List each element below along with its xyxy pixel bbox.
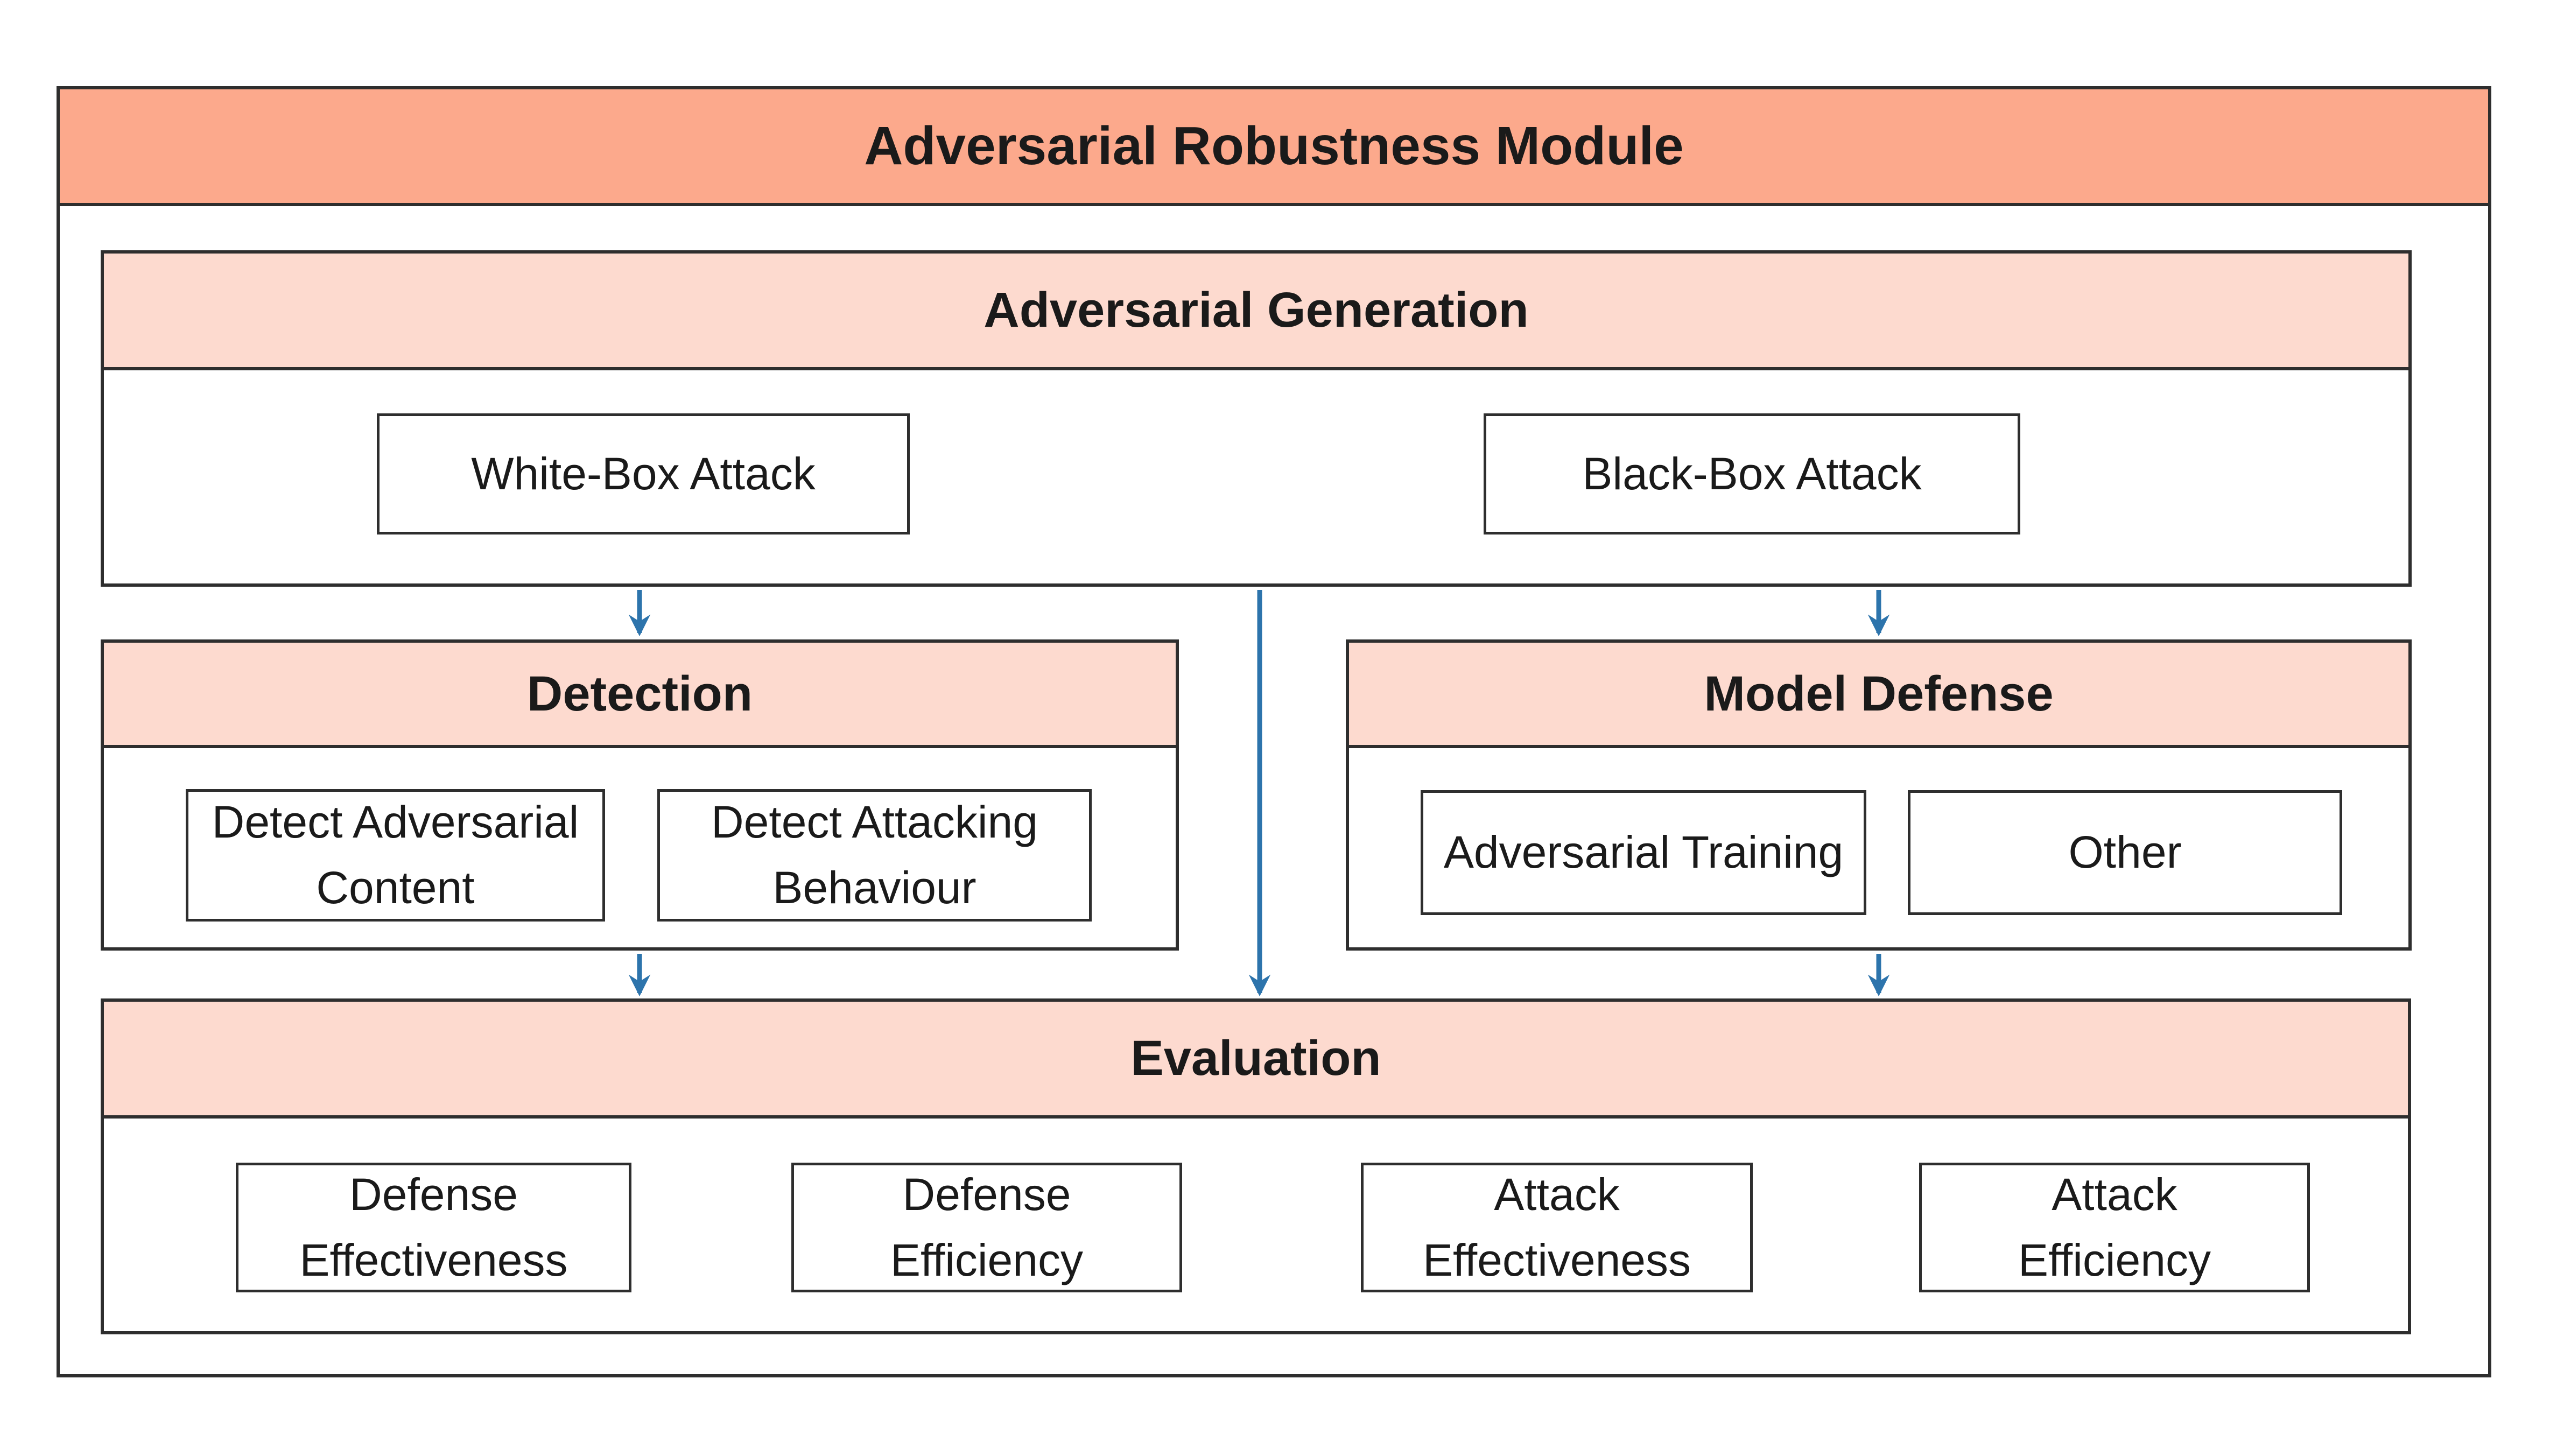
node-label: Detect Adversarial Content [212,797,579,913]
node-detect-adversarial-content: Detect Adversarial Content [186,789,605,922]
node-other: Other [1908,790,2342,915]
node-defense-effectiveness: Defense Effectiveness [236,1163,631,1292]
section-title-detection: Detection [526,666,753,721]
section-model-defense: Model Defense Adversarial Training Other [1346,639,2412,951]
node-label: Adversarial Training [1443,827,1844,878]
section-header-adversarial-generation: Adversarial Generation [104,254,2408,370]
section-title-adversarial-generation: Adversarial Generation [984,283,1529,337]
section-header-evaluation: Evaluation [104,1002,2408,1119]
node-label: Detect Attacking Behaviour [711,797,1038,913]
node-detect-attacking-behaviour: Detect Attacking Behaviour [657,789,1092,922]
node-label: Black-Box Attack [1582,448,1922,499]
node-attack-efficiency: Attack Efficiency [1919,1163,2310,1292]
section-adversarial-generation: Adversarial Generation White-Box Attack … [101,250,2412,587]
node-white-box-attack: White-Box Attack [377,413,910,534]
node-label: Other [2068,827,2182,878]
node-label: Attack Efficiency [2018,1169,2211,1285]
section-header-model-defense: Model Defense [1349,643,2408,748]
section-title-evaluation: Evaluation [1130,1031,1381,1086]
node-black-box-attack: Black-Box Attack [1484,413,2020,534]
node-label: Attack Effectiveness [1422,1169,1691,1285]
node-label: Defense Efficiency [890,1169,1083,1285]
node-label: Defense Effectiveness [299,1169,568,1285]
section-evaluation: Evaluation Defense Effectiveness Defense… [101,998,2411,1334]
section-detection: Detection Detect Adversarial Content Det… [101,639,1179,951]
module-title-bar: Adversarial Robustness Module [60,89,2488,206]
section-title-model-defense: Model Defense [1704,666,2054,721]
node-adversarial-training: Adversarial Training [1421,790,1866,915]
node-attack-effectiveness: Attack Effectiveness [1361,1163,1753,1292]
module-title: Adversarial Robustness Module [864,116,1684,176]
section-header-detection: Detection [104,643,1176,748]
node-defense-efficiency: Defense Efficiency [791,1163,1182,1292]
node-label: White-Box Attack [471,448,816,499]
